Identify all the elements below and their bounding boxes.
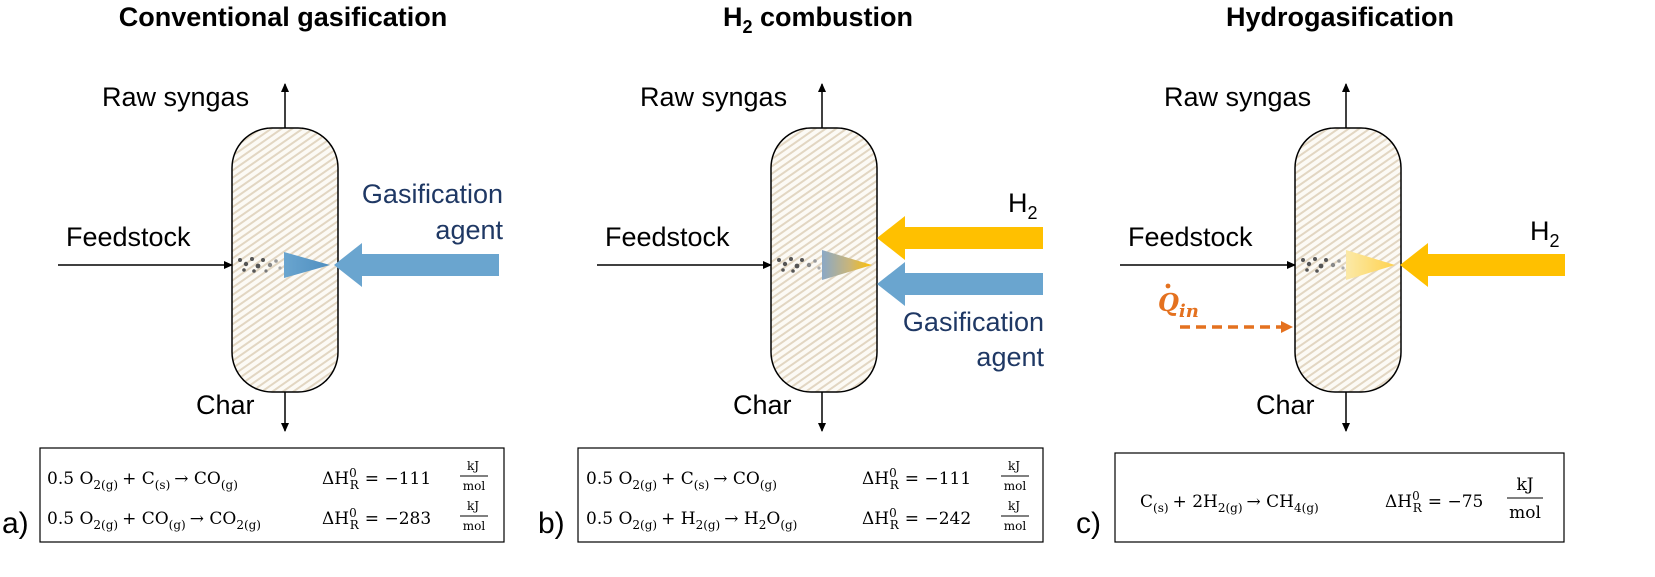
hydrogen-label: H2 (1530, 216, 1560, 251)
hydrogen-arrow (1400, 243, 1565, 287)
feedstock-label: Feedstock (66, 222, 191, 252)
heat-input-label: Qin (1158, 288, 1199, 322)
reaction-box (39, 447, 505, 543)
svg-text:0.5 O2(g)+ C(s)→ CO(g): 0.5 O2(g)+ C(s)→ CO(g) (586, 469, 777, 492)
char-label: Char (1256, 390, 1315, 420)
raw-syngas-label: Raw syngas (640, 82, 787, 112)
svg-text:kJ: kJ (467, 499, 479, 513)
gasification-agent-arrow (877, 262, 1043, 306)
feedstock-particles (1301, 257, 1345, 273)
reaction-box (577, 447, 1044, 543)
agent-cone (284, 252, 330, 278)
reaction-box (1114, 452, 1565, 543)
panel-letter: c) (1076, 507, 1101, 540)
svg-text:kJ: kJ (1008, 499, 1020, 513)
feedstock-label: Feedstock (605, 222, 730, 252)
svg-text:mol: mol (463, 479, 486, 493)
char-label: Char (733, 390, 792, 420)
char-label: Char (196, 390, 255, 420)
svg-text:kJ: kJ (1516, 475, 1533, 495)
agent-label-line2: agent (976, 342, 1044, 372)
svg-text:mol: mol (1509, 503, 1541, 523)
svg-text:mol: mol (1004, 519, 1027, 533)
svg-text:kJ: kJ (467, 459, 479, 473)
raw-syngas-label: Raw syngas (102, 82, 249, 112)
panel-c: Hydrogasification Raw syngas Feedstock H… (1076, 2, 1565, 543)
hydrogen-arrow (877, 216, 1043, 260)
feedstock-particles (238, 257, 282, 273)
gasification-agent-arrow (334, 243, 499, 287)
feedstock-particles (777, 257, 821, 273)
hydrogen-label: H2 (1008, 188, 1038, 223)
panel-b: H2 combustion Raw syngas Feedstock H2 Ga… (538, 2, 1044, 543)
agent-label-line2: agent (435, 215, 503, 245)
svg-text:0.5 O2(g)+ H2(g)→ H2O(g): 0.5 O2(g)+ H2(g)→ H2O(g) (586, 509, 797, 532)
panel-b-title: H2 combustion (723, 2, 913, 37)
panel-a: Conventional gasification Raw syngas Fee… (2, 2, 505, 543)
feedstock-label: Feedstock (1128, 222, 1253, 252)
hydrogen-cone (1346, 250, 1395, 280)
panel-letter: b) (538, 507, 565, 540)
agent-label-line1: Gasification (903, 307, 1044, 337)
svg-text:kJ: kJ (1008, 459, 1020, 473)
svg-text:0.5 O2(g)+ CO(g)→ CO2(g): 0.5 O2(g)+ CO(g)→ CO2(g) (47, 509, 261, 532)
agent-label-line1: Gasification (362, 179, 503, 209)
svg-text:mol: mol (1004, 479, 1027, 493)
svg-text:mol: mol (463, 519, 486, 533)
raw-syngas-label: Raw syngas (1164, 82, 1311, 112)
svg-text:0.5 O2(g)+ C(s)→ CO(g): 0.5 O2(g)+ C(s)→ CO(g) (47, 469, 238, 492)
svg-text:C(s)+ 2H2(g)→ CH4(g): C(s)+ 2H2(g)→ CH4(g) (1140, 492, 1319, 515)
panel-letter: a) (2, 507, 29, 540)
heat-dot-icon (1165, 283, 1171, 289)
panel-c-title: Hydrogasification (1226, 2, 1454, 32)
mixed-cone (822, 250, 872, 280)
panel-a-title: Conventional gasification (119, 2, 448, 32)
